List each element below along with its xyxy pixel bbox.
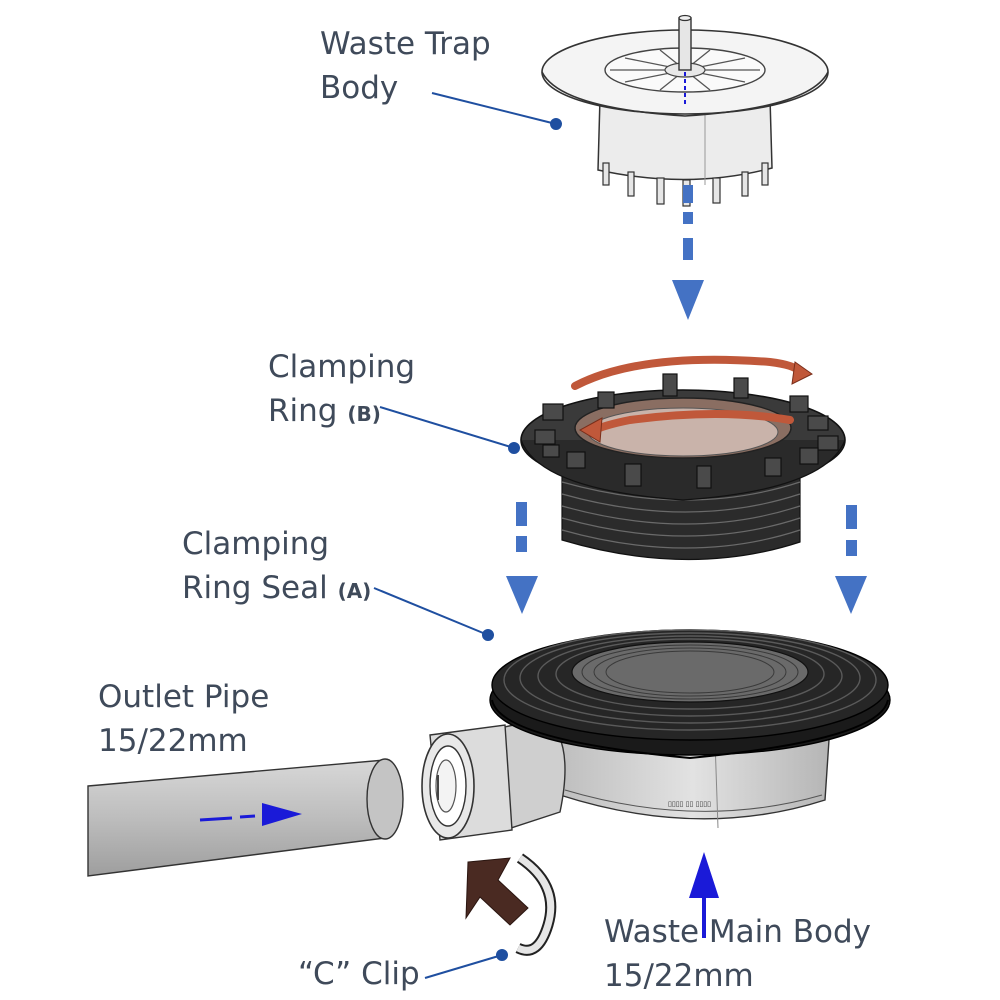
label-c-clip: “C” Clip <box>298 952 420 996</box>
assembly-arrow-down-1 <box>672 185 704 320</box>
leader-lines <box>373 92 562 979</box>
label-clamping-ring-line1: Clamping <box>268 349 416 385</box>
label-c-clip-line1: “C” Clip <box>298 956 420 992</box>
flow-arrow-up <box>689 852 719 938</box>
c-clip-part <box>465 853 557 956</box>
label-outlet-pipe: Outlet Pipe 15/22mm <box>98 675 269 763</box>
label-clamping-ring-seal-line2: Ring Seal <box>182 570 328 606</box>
assembly-arrow-down-2 <box>506 502 538 614</box>
label-waste-main-body-line2: 15/22mm <box>604 958 754 994</box>
label-waste-main-body: Waste Main Body 15/22mm <box>604 910 871 998</box>
label-waste-trap-body: Waste Trap Body <box>320 22 491 110</box>
label-outlet-pipe-line1: Outlet Pipe <box>98 679 270 715</box>
label-clamping-ring-line2-row: Ring (B) <box>268 389 415 436</box>
label-waste-trap-body-line2: Body <box>320 70 399 106</box>
label-clamping-ring-seal-tag: (A) <box>337 579 372 603</box>
label-clamping-ring-line2: Ring <box>268 393 338 429</box>
clamping-ring-part <box>520 355 846 561</box>
label-clamping-ring-seal-line1: Clamping <box>182 526 330 562</box>
label-clamping-ring-seal: Clamping Ring Seal (A) <box>182 522 371 613</box>
label-clamping-ring: Clamping Ring (B) <box>268 345 415 436</box>
label-waste-main-body-line1: Waste Main Body <box>604 914 872 950</box>
label-clamping-ring-seal-line2-row: Ring Seal (A) <box>182 566 371 613</box>
label-waste-trap-body-line1: Waste Trap <box>320 26 491 62</box>
waste-main-body-part: ▯▯▯▯ ▯▯ ▯▯▯▯ <box>421 629 891 841</box>
outlet-pipe-part <box>87 758 404 877</box>
label-clamping-ring-tag: (B) <box>347 402 381 426</box>
waste-trap-body-part <box>541 14 829 207</box>
assembly-arrow-down-3 <box>835 505 867 614</box>
svg-text:▯▯▯▯ ▯▯ ▯▯▯▯: ▯▯▯▯ ▯▯ ▯▯▯▯ <box>668 800 711 808</box>
label-outlet-pipe-line2: 15/22mm <box>98 723 248 759</box>
